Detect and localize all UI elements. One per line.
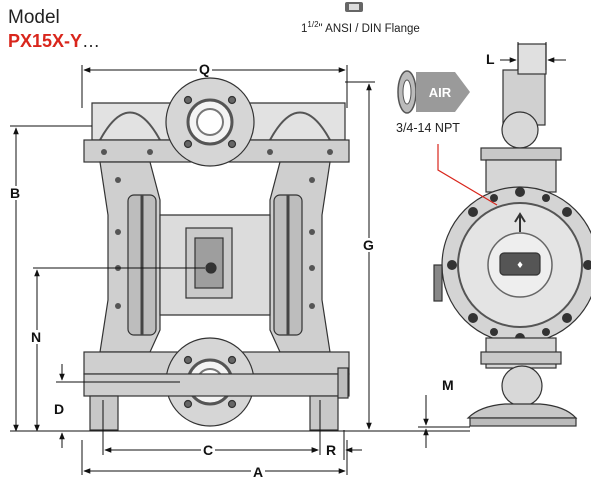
dimension-q-label: Q <box>197 61 212 77</box>
dimension-n-label: N <box>29 329 44 345</box>
air-inlet-leader <box>437 144 498 206</box>
pump-side-view: ♦ <box>433 43 591 427</box>
dimension-l-label: L <box>484 51 497 67</box>
dimension-a-label: A <box>251 464 266 480</box>
flange-size-fraction: 1/2 <box>307 20 319 29</box>
dimension-m-label: M <box>440 377 456 393</box>
dimension-r-label: R <box>324 442 339 458</box>
dimension-d-label: D <box>52 401 67 417</box>
dimension-c-label: C <box>201 442 216 458</box>
air-inlet-thread-label: 3/4-14 NPT <box>396 121 460 135</box>
pump-front-view <box>83 77 350 431</box>
air-inlet-icon <box>397 70 470 114</box>
air-badge-text: AIR <box>429 85 452 100</box>
model-number-suffix: … <box>82 31 101 51</box>
flange-spec: " ANSI / DIN Flange <box>318 22 420 35</box>
flange-size: 1 <box>301 22 308 35</box>
flange-label: 11/2" ANSI / DIN Flange <box>301 20 420 35</box>
dimension-b-label: B <box>8 185 23 201</box>
model-number-code: PX15X-Y <box>8 31 83 51</box>
flange-icon <box>345 2 363 12</box>
model-number: PX15X-Y… <box>8 31 100 52</box>
dimension-lines <box>10 42 566 475</box>
dimension-g-label: G <box>361 237 376 253</box>
svg-text:♦: ♦ <box>516 261 524 271</box>
model-label: Model <box>8 7 60 28</box>
